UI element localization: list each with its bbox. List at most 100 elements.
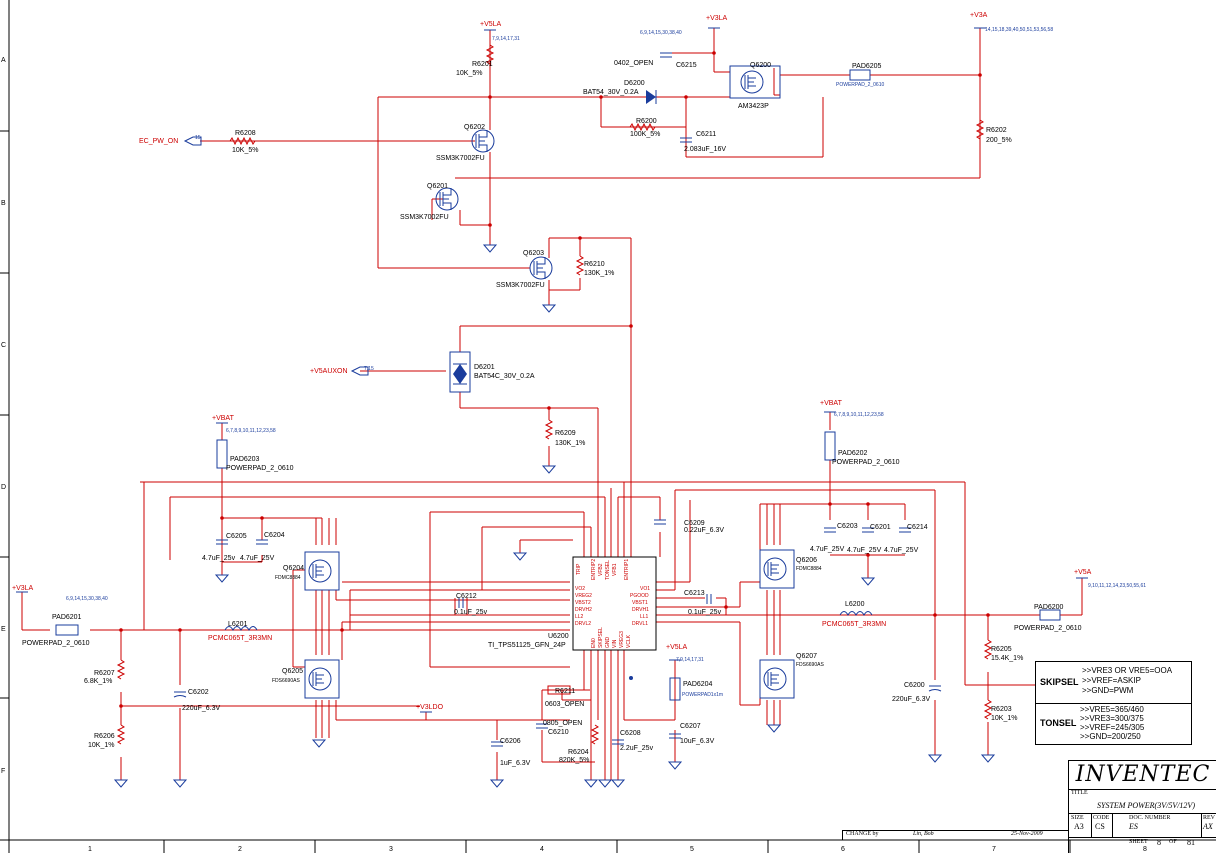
part-ref: R6201	[472, 61, 493, 68]
part-ref: Q6203	[523, 250, 544, 257]
capacitor-c6209	[654, 519, 666, 525]
sheet-label: SHEET	[1129, 839, 1148, 845]
part-ref: R6206	[94, 733, 115, 740]
rail-refs: 6,7,8,9,10,11,12,23,58	[834, 412, 884, 418]
ic-pin: VCLK	[626, 634, 632, 648]
capacitor-c6211	[680, 137, 692, 143]
part-ref: Q6206	[796, 557, 817, 564]
part-ref: R6207	[94, 670, 115, 677]
part-value: TI_TPS51125_GFN_24P	[488, 642, 566, 649]
part-ref: C6205	[226, 533, 247, 540]
pad-pad6205	[849, 69, 871, 81]
part-ref: C6203	[837, 523, 858, 530]
rev-label: REV	[1203, 815, 1215, 821]
column-label: 2	[238, 846, 242, 853]
rail-refs: 6,9,14,15,30,38,40	[640, 30, 682, 36]
mosfet-q6204	[304, 551, 340, 591]
part-ref: C6200	[904, 682, 925, 689]
rail-refs: 9,10,11,12,14,23,50,55,61	[1088, 583, 1146, 589]
part-ref: C6213	[684, 590, 705, 597]
part-value: 0402_OPEN	[614, 60, 653, 67]
rail-label: +V3A	[970, 12, 988, 19]
capacitor-c6214	[899, 527, 911, 533]
rail-label: +V3LA	[12, 585, 34, 592]
rail-label: +V3LDO	[416, 704, 444, 711]
ic-pin: VO1	[640, 586, 650, 592]
part-value: POWERPAD_2_0610	[832, 459, 900, 466]
part-ref: PAD6200	[1034, 604, 1064, 611]
pad-pad6201	[55, 624, 79, 636]
capacitor-c6208	[612, 739, 624, 745]
part-value: 0.1uF_25v	[688, 609, 722, 616]
resistor-r6203	[983, 699, 993, 720]
column-label: 8	[1143, 846, 1147, 853]
pads	[55, 69, 1061, 701]
part-value: 200_5%	[986, 137, 1012, 144]
ic-pin: ENTRIP2	[591, 559, 597, 580]
ic-pin: VREG2	[575, 593, 592, 599]
ic-pin: TONSEL	[605, 560, 611, 580]
rail-refs: 7,9,14,17,31	[492, 36, 520, 42]
part-value: 4.7uF_25V	[810, 546, 845, 553]
size-label: SIZE	[1071, 815, 1084, 821]
net-label: EC_PW_ON	[139, 138, 178, 145]
capacitors	[173, 52, 942, 747]
rail-refs: 14,15,18,39,40,50,51,53,56,58	[985, 27, 1053, 33]
ground-icon	[113, 779, 129, 788]
part-ref: PAD6203	[230, 456, 260, 463]
ic-pin: ENTRIP1	[624, 559, 630, 580]
change-by-name: Lin, Bob	[913, 831, 934, 837]
capacitor-c6212	[458, 598, 464, 608]
ic-pin: LL2	[575, 614, 584, 620]
capacitor-c6200	[928, 685, 942, 692]
part-value: 15.4K_1%	[991, 655, 1023, 662]
ic-pin: VO2	[575, 586, 585, 592]
part-ref: Q6207	[796, 653, 817, 660]
part-value: AM3423P	[738, 103, 769, 110]
ic-pin: PGOOD	[630, 593, 649, 599]
part-ref: C6209	[684, 520, 705, 527]
part-ref: C6204	[264, 532, 285, 539]
part-value: SSM3K7002FU	[436, 155, 485, 162]
part-value: POWERPAD_2_0610	[836, 82, 884, 88]
mosfet-q6207	[759, 659, 795, 699]
part-ref: C6202	[188, 689, 209, 696]
ground-icon	[980, 754, 996, 763]
mosfet-q6202	[471, 129, 495, 153]
mosfet-q6205	[304, 659, 340, 699]
sheet-number: 8	[1157, 838, 1161, 847]
mosfet-q6206	[759, 549, 795, 589]
part-value: SSM3K7002FU	[496, 282, 545, 289]
doc-value: ES	[1129, 822, 1138, 831]
ground-icon	[311, 739, 327, 748]
part-ref: R6205	[991, 646, 1012, 653]
resistors	[116, 44, 993, 745]
ic-pin: TRIP	[576, 563, 582, 575]
part-value: 220uF_6.3V	[182, 705, 220, 712]
part-ref: C6206	[500, 738, 521, 745]
part-ref: R6211	[555, 688, 575, 695]
column-label: 6	[841, 846, 845, 853]
part-value: 130K_1%	[555, 440, 585, 447]
row-label: C	[1, 342, 6, 349]
part-value: BAT54_30V_0.2A	[583, 89, 639, 96]
rail-refs: 15	[195, 135, 201, 141]
resistor-r6208	[229, 136, 256, 146]
part-ref: C6201	[870, 524, 891, 531]
pad-pad6202	[824, 431, 836, 461]
note-line: >>VRE5=365/460	[1080, 705, 1144, 714]
part-ref: R6209	[555, 430, 576, 437]
part-value: 220uF_6.3V	[892, 696, 930, 703]
part-value: 4.7uF_25V	[847, 547, 882, 554]
part-value: FDMC8884	[796, 566, 822, 572]
column-label: 7	[992, 846, 996, 853]
part-value: 0603_OPEN	[545, 701, 584, 708]
ic-pin: VBST1	[632, 600, 648, 606]
part-ref: PAD6205	[852, 63, 882, 70]
capacitor-c6204	[256, 539, 268, 545]
rail-label: +V5A	[1074, 569, 1092, 576]
part-ref: L6200	[845, 601, 865, 608]
column-label: 3	[389, 846, 393, 853]
ground-icon	[172, 779, 188, 788]
